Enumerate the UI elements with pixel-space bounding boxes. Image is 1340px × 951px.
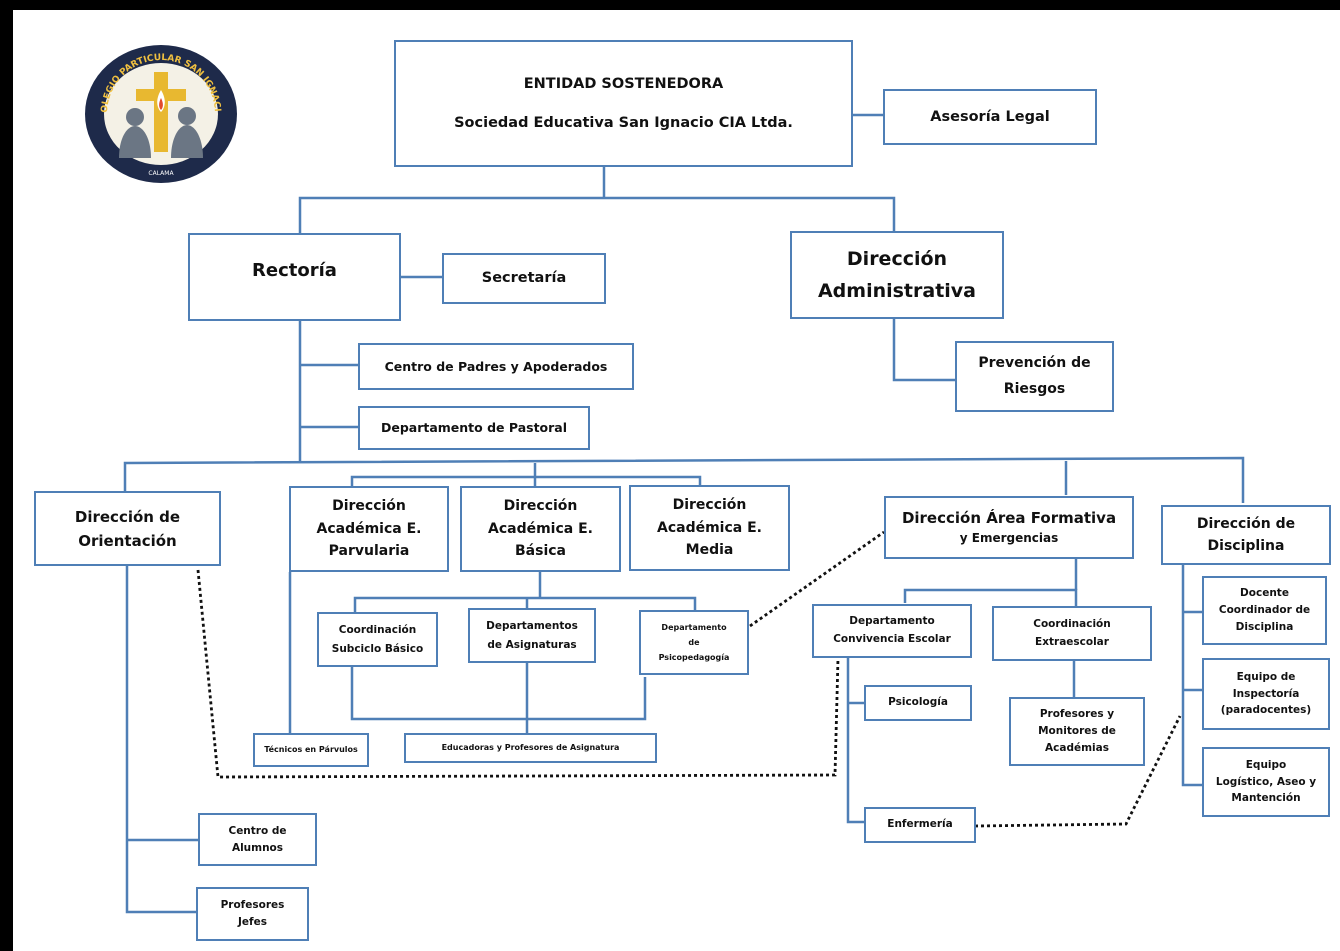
formativa-sub: y Emergencias [959, 530, 1059, 545]
psicologia-label: Psicología [888, 696, 948, 709]
rectoria-label: Rectoría [252, 260, 337, 281]
jefes-label: Profesores Jefes [220, 899, 285, 928]
direccion-orientacion-box: Dirección de Orientación [34, 491, 221, 566]
entidad-title: ENTIDAD SOSTENEDORA [523, 75, 724, 92]
connector [350, 475, 702, 487]
coordinacion-subciclo-box: Coordinación Subciclo Básico [317, 612, 438, 667]
departamentos-asignaturas-box: Departamentos de Asignaturas [468, 608, 596, 663]
asesoria-label: Asesoría Legal [930, 108, 1050, 125]
direccion-administrativa-label: Dirección Administrativa [817, 247, 977, 302]
educadoras-label: Educadoras y Profesores de Asignatura [441, 742, 620, 752]
entidad-name: Sociedad Educativa San Ignacio CIA Ltda. [454, 114, 793, 131]
docente-label: Docente Coordinador de Disciplina [1218, 587, 1311, 633]
departamento-psicopedagogia-box: Departamento de Psicopedagogía [639, 610, 749, 675]
centro-padres-box: Centro de Padres y Apoderados [358, 343, 634, 390]
extraescolar-label: Coordinación Extraescolar [1033, 617, 1111, 648]
connector [1181, 563, 1202, 787]
psicologia-box: Psicología [864, 685, 972, 721]
connector [350, 667, 647, 721]
disciplina-label: Dirección de Disciplina [1196, 515, 1296, 554]
docente-coordinador-box: Docente Coordinador de Disciplina [1202, 576, 1327, 645]
secretaria-box: Secretaría [442, 253, 606, 304]
enfermeria-label: Enfermería [887, 818, 953, 831]
asignaturas-label: Departamentos de Asignaturas [486, 619, 578, 651]
rectoria-box: Rectoría [188, 233, 401, 321]
tecnicos-parvulos-box: Técnicos en Párvulos [253, 733, 369, 767]
enfermeria-box: Enfermería [864, 807, 976, 843]
departamento-convivencia-box: Departamento Convivencia Escolar [812, 604, 972, 658]
formativa-title: Dirección Área Formativa [901, 508, 1117, 527]
entidad-sostenedora-box: ENTIDAD SOSTENEDORA Sociedad Educativa S… [394, 40, 853, 167]
dotted-connector [196, 569, 840, 779]
alumnos-label: Centro de Alumnos [228, 824, 287, 854]
pastoral-box: Departamento de Pastoral [358, 406, 590, 450]
subciclo-label: Coordinación Subciclo Básico [331, 623, 424, 655]
parvularia-label: Dirección Académica E. Parvularia [316, 498, 422, 560]
direccion-media-box: Dirección Académica E. Media [629, 485, 790, 571]
direccion-formativa-box: Dirección Área Formativa y Emergencias [884, 496, 1134, 559]
connector-lines [123, 113, 1245, 914]
direccion-disciplina-box: Dirección de Disciplina [1161, 505, 1331, 565]
equipo-logistico-box: Equipo Logístico, Aseo y Mantención [1202, 747, 1330, 817]
centro-alumnos-box: Centro de Alumnos [198, 813, 317, 866]
org-chart-canvas: COLEGIO PARTICULAR SAN IGNACIO CALAMA EN… [13, 10, 1340, 951]
centro-padres-label: Centro de Padres y Apoderados [384, 358, 608, 374]
dotted-connector [974, 715, 1182, 828]
direccion-administrativa-box: Dirección Administrativa [790, 231, 1004, 319]
connector [846, 658, 864, 824]
connector [353, 596, 697, 613]
tecnicos-label: Técnicos en Párvulos [264, 744, 358, 754]
profesores-monitores-box: Profesores y Monitores de Académias [1009, 697, 1145, 766]
logistico-label: Equipo Logístico, Aseo y Mantención [1215, 758, 1317, 805]
inspectoria-label: Equipo de Inspectoría (paradocentes) [1220, 670, 1312, 717]
connector [298, 196, 896, 233]
profesores-jefes-box: Profesores Jefes [196, 887, 309, 941]
coordinacion-extraescolar-box: Coordinación Extraescolar [992, 606, 1152, 661]
connector [892, 318, 955, 382]
educadoras-profesores-box: Educadoras y Profesores de Asignatura [404, 733, 657, 763]
media-label: Dirección Académica E. Media [657, 497, 762, 559]
psicopedagogia-label: Departamento de Psicopedagogía [658, 622, 730, 663]
pastoral-label: Departamento de Pastoral [380, 420, 568, 435]
connector [125, 566, 196, 914]
school-logo: COLEGIO PARTICULAR SAN IGNACIO CALAMA [81, 42, 237, 183]
prevencion-label: Prevención de Riesgos [978, 355, 1091, 397]
direccion-parvularia-box: Dirección Académica E. Parvularia [289, 486, 449, 572]
asesoria-legal-box: Asesoría Legal [883, 89, 1097, 145]
connector [123, 456, 1245, 503]
direccion-basica-box: Dirección Académica E. Básica [460, 486, 621, 572]
convivencia-label: Departamento Convivencia Escolar [833, 615, 951, 645]
orientacion-label: Dirección de Orientación [74, 507, 181, 550]
equipo-inspectoria-box: Equipo de Inspectoría (paradocentes) [1202, 658, 1330, 730]
svg-text:CALAMA: CALAMA [148, 170, 174, 177]
secretaria-label: Secretaría [481, 270, 567, 287]
basica-label: Dirección Académica E. Básica [488, 498, 593, 560]
prevencion-riesgos-box: Prevención de Riesgos [955, 341, 1114, 412]
monitores-label: Profesores y Monitores de Académias [1038, 708, 1116, 754]
connector [903, 588, 1078, 606]
